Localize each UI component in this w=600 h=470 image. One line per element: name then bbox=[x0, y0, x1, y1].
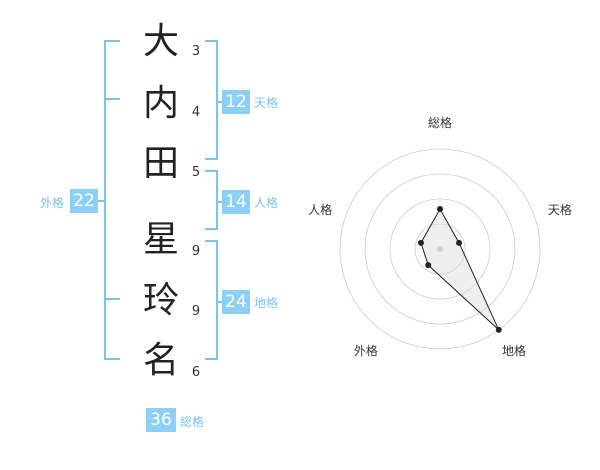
chikaku-label: 地格 bbox=[254, 296, 279, 310]
stroke-count-2: 4 bbox=[191, 105, 201, 120]
name-char-6: 名 bbox=[142, 340, 179, 381]
soukaku-value-badge: 36 bbox=[146, 408, 176, 432]
soukaku-label: 総格 bbox=[180, 415, 205, 429]
radar-ring-3 bbox=[364, 173, 516, 325]
name-char-1: 大 bbox=[142, 21, 179, 62]
chikaku-value-badge: 24 bbox=[222, 290, 250, 314]
radar-axis-label-3: 地格 bbox=[502, 343, 526, 358]
stroke-count-5: 9 bbox=[191, 304, 201, 319]
radar-center-dot bbox=[437, 246, 443, 252]
radar-series-polygon bbox=[420, 207, 500, 331]
radar-point-5 bbox=[417, 239, 424, 246]
gaikaku-value-badge: 22 bbox=[70, 189, 98, 213]
stroke-count-1: 3 bbox=[191, 44, 201, 59]
name-char-2: 内 bbox=[142, 83, 179, 124]
name-char-5: 玲 bbox=[142, 280, 179, 321]
gaikaku-label: 外格 bbox=[40, 196, 65, 210]
radar-point-2 bbox=[456, 239, 463, 246]
stroke-count-3: 5 bbox=[191, 165, 201, 180]
radar-point-3 bbox=[495, 326, 502, 333]
jinkaku-value-badge: 14 bbox=[222, 190, 250, 214]
stroke-count-4: 9 bbox=[191, 244, 201, 259]
jinkaku-label: 人格 bbox=[254, 196, 279, 210]
radar-ring-2 bbox=[389, 198, 491, 300]
radar-axis-label-1: 総格 bbox=[428, 115, 452, 130]
name-char-4: 星 bbox=[142, 219, 179, 260]
radar-axis-label-2: 天格 bbox=[548, 202, 572, 217]
radar-point-4 bbox=[425, 262, 432, 269]
radar-ring-1 bbox=[414, 223, 466, 275]
stroke-count-6: 6 bbox=[191, 365, 201, 380]
radar-axis-label-4: 外格 bbox=[354, 343, 378, 358]
radar-ring-4 bbox=[339, 148, 541, 350]
radar-axis-label-5: 人格 bbox=[308, 202, 332, 217]
radar-point-1 bbox=[437, 206, 443, 212]
tenkaku-label: 天格 bbox=[254, 96, 279, 110]
name-char-3: 田 bbox=[142, 143, 179, 184]
tenkaku-value-badge: 12 bbox=[222, 90, 250, 114]
